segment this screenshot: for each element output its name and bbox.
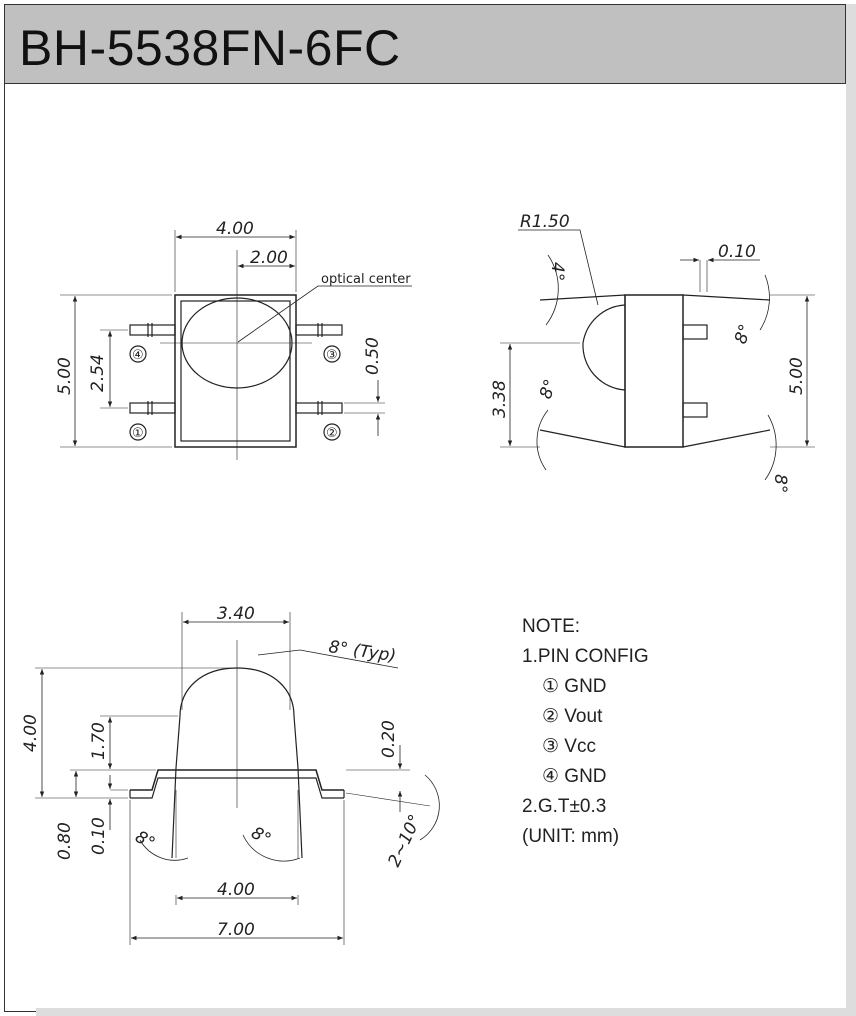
note-tolerance: 2.G.T±0.3 — [522, 796, 607, 817]
top-height-label: 5.00 — [55, 357, 75, 395]
lead-offset-label: 0.20 — [379, 720, 399, 758]
front-view-labels: 3.40 8° (Typ) 4.00 1.70 0.20 0.80 0.10 8… — [21, 604, 426, 940]
pin2-marker: ② — [326, 426, 338, 441]
bottom-margin — [36, 1008, 856, 1016]
lens-height-label: 1.70 — [89, 722, 109, 760]
note-heading: NOTE: — [522, 616, 581, 637]
total-width-label: 7.00 — [217, 920, 255, 940]
front-view — [35, 612, 440, 945]
note-pin-3: ③ Vcc — [542, 736, 596, 757]
note-unit: (UNIT: mm) — [522, 826, 620, 847]
front-left-angle-label: 8° — [132, 827, 159, 854]
side-right-angle-label: 8° — [731, 322, 756, 347]
side-bottom-angle-label: 8° — [770, 474, 790, 493]
top-half-width-label: 2.00 — [250, 248, 288, 268]
total-height-label: 4.00 — [21, 714, 41, 752]
side-left-angle-label: 8° — [536, 377, 561, 402]
lead-angle-label: 2~10° — [384, 812, 425, 870]
right-margin — [846, 4, 856, 1012]
radius-label: R1.50 — [520, 212, 570, 232]
top-view — [60, 230, 412, 460]
pin1-marker: ① — [132, 426, 144, 441]
pin-pitch-label: 2.54 — [88, 354, 108, 392]
front-mid-angle-label: 8° — [248, 823, 275, 850]
pin3-marker: ③ — [326, 348, 338, 363]
top-view-labels: 4.00 2.00 optical center 5.00 2.54 0.50 … — [55, 219, 411, 441]
note-pin-4: ④ GND — [542, 766, 607, 787]
note-pin-config: 1.PIN CONFIG — [522, 646, 649, 667]
lens-width-label: 3.40 — [217, 604, 255, 624]
side-right-height-label: 5.00 — [787, 357, 807, 395]
optical-center-label: optical center — [321, 272, 411, 287]
side-top-angle-label: 4° — [547, 262, 567, 281]
note-pin-2: ② Vout — [542, 706, 603, 727]
side-left-height-label: 3.38 — [490, 380, 510, 418]
top-width-label: 4.00 — [216, 219, 254, 239]
body-width-label: 4.00 — [217, 880, 255, 900]
thickness-label: 0.10 — [718, 242, 756, 262]
standoff-label: 0.80 — [55, 822, 75, 860]
side-view — [500, 229, 815, 481]
pin4-marker: ④ — [132, 348, 144, 363]
draft-angle-label: 8° (Typ) — [327, 637, 397, 666]
lead-thickness-label: 0.10 — [89, 817, 109, 855]
title-bar: BH-5538FN-6FC — [4, 4, 846, 84]
lead-width-label: 0.50 — [363, 337, 383, 375]
note-pin-1: ① GND — [542, 676, 607, 697]
part-number-title: BH-5538FN-6FC — [19, 20, 401, 76]
notes-block: NOTE: 1.PIN CONFIG ① GND ② Vout ③ Vcc ④ … — [522, 612, 649, 852]
